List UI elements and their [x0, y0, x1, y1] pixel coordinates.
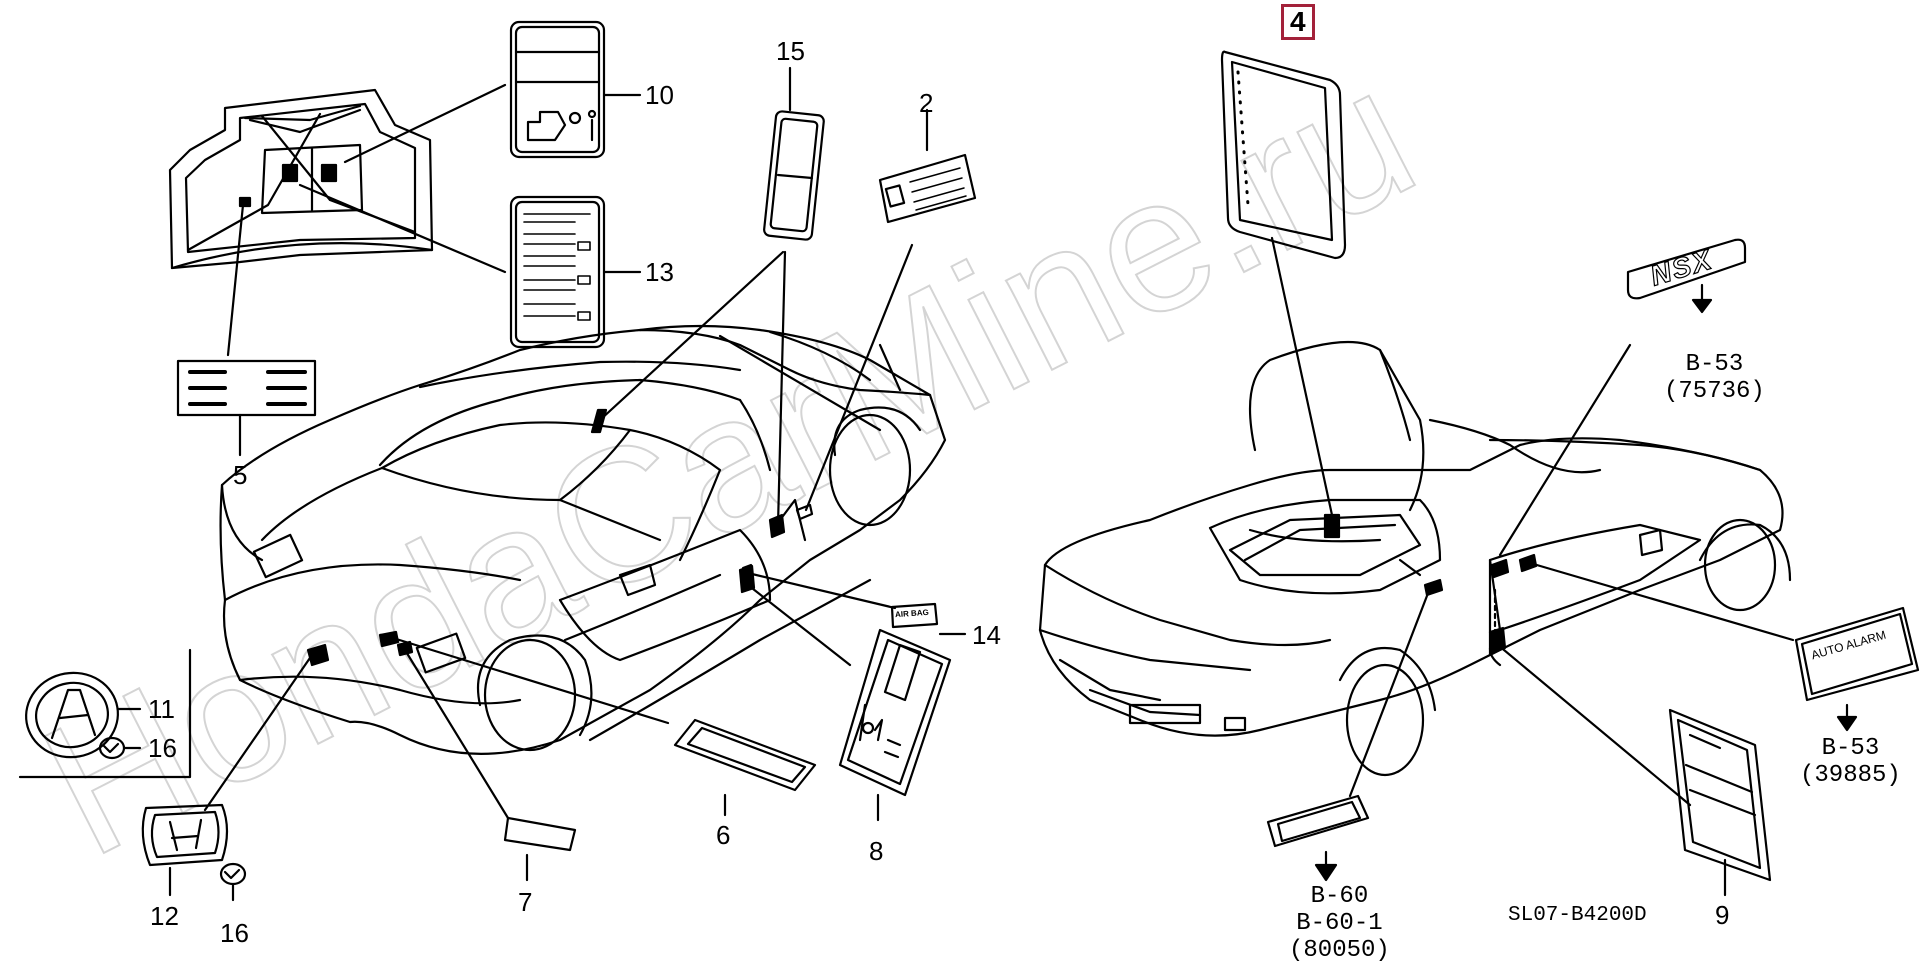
ref-bottom-line1: B-60: [1310, 883, 1369, 910]
hood-panel: [168, 88, 434, 270]
ref-nsx-line1: B-53: [1685, 351, 1744, 378]
ref-nsx: B-53 (75736): [1664, 351, 1765, 406]
label-6-art: [673, 718, 817, 792]
callout-16-lower: 16: [220, 918, 249, 948]
callout-11: 11: [148, 694, 175, 724]
label-10-art: [509, 20, 606, 159]
ref-alarm: B-53 (39885): [1800, 735, 1901, 790]
ref-alarm-line1: B-53: [1821, 735, 1880, 762]
callout-13: 13: [645, 257, 674, 287]
callout-7: 7: [518, 887, 533, 917]
callout-16-upper: 16: [148, 733, 177, 763]
callout-9: 9: [1715, 900, 1730, 930]
label-2-art: [878, 153, 977, 224]
emblem-16a-art: [98, 736, 126, 760]
ref-bottom-line2: B-60-1: [1296, 909, 1383, 937]
nsx-badge-art: [1626, 238, 1747, 300]
label-b60-art: [1266, 794, 1370, 848]
ref-bottom-line3: (80050): [1289, 936, 1390, 964]
callout-4-highlighted[interactable]: 4: [1281, 4, 1315, 40]
label-15-art: [763, 110, 825, 241]
diagram-code: SL07-B4200D: [1508, 904, 1647, 927]
callout-2: 2: [919, 88, 934, 118]
callout-6: 6: [716, 820, 731, 850]
emblem-12-art: [141, 803, 229, 867]
label-9-art: [1668, 708, 1772, 882]
callout-15: 15: [776, 36, 805, 66]
label-7-art: [503, 816, 577, 852]
callout-10: 10: [645, 80, 674, 110]
callout-14: 14: [972, 620, 1001, 650]
label-4-art: [1220, 50, 1347, 260]
callout-12: 12: [150, 901, 179, 931]
emblem-16b-art: [219, 862, 247, 886]
car-front-art: [219, 324, 947, 755]
label-8-art: [838, 628, 952, 797]
ref-nsx-line2: (75736): [1664, 377, 1765, 405]
callout-5: 5: [233, 460, 248, 490]
label-14-art: [890, 602, 939, 629]
emblem-11-art: [25, 671, 119, 759]
ref-alarm-line2: (39885): [1800, 761, 1901, 789]
car-rear-art: [1038, 340, 1792, 777]
label-13-art: [509, 195, 606, 349]
ref-bottom: B-60 B-60-1 (80050): [1289, 883, 1390, 965]
callout-8: 8: [869, 836, 884, 866]
label-5-art: [176, 359, 317, 417]
auto-alarm-art: [1794, 606, 1920, 702]
